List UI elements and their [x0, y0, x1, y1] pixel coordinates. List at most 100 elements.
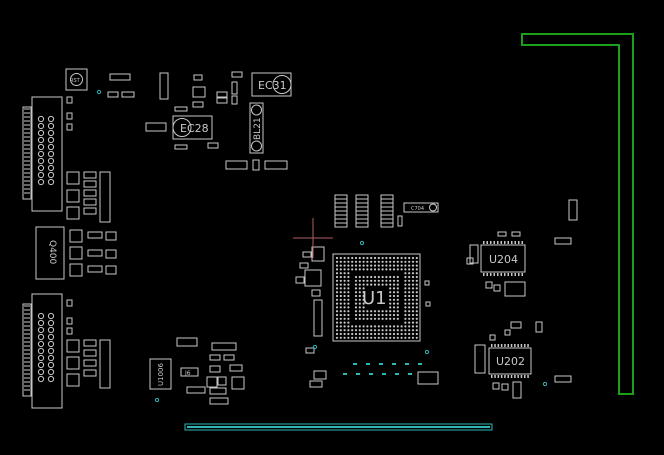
smd-part[interactable] — [105, 231, 117, 241]
connector-pin[interactable] — [37, 347, 45, 355]
smd-part[interactable] — [231, 376, 245, 390]
connector-pin[interactable] — [37, 150, 45, 158]
smd-part[interactable] — [497, 231, 507, 237]
smd-part[interactable] — [489, 334, 496, 341]
connector-pin[interactable] — [37, 171, 45, 179]
smd-part[interactable] — [107, 91, 119, 98]
smd-part[interactable] — [109, 73, 131, 81]
smd-part[interactable] — [66, 206, 80, 220]
smd-part[interactable] — [193, 74, 203, 81]
smd-part[interactable] — [295, 276, 305, 284]
smd-part[interactable] — [510, 321, 522, 329]
smd-part[interactable] — [209, 365, 221, 373]
smd-part[interactable] — [209, 354, 221, 361]
connector-pin[interactable] — [47, 354, 55, 362]
u202-chip[interactable]: U202 — [488, 344, 532, 378]
smd-part[interactable] — [504, 329, 511, 336]
smd-part[interactable] — [469, 244, 479, 264]
connector-pin[interactable] — [37, 368, 45, 376]
smd-part[interactable] — [83, 180, 97, 188]
smd-part[interactable] — [105, 265, 117, 275]
smd-part[interactable] — [83, 171, 97, 179]
connector-pin[interactable] — [47, 368, 55, 376]
smd-part[interactable] — [493, 284, 501, 292]
smd-part[interactable] — [66, 356, 80, 370]
connector-pin[interactable] — [47, 150, 55, 158]
smd-part[interactable] — [99, 339, 111, 389]
smd-part[interactable] — [216, 97, 228, 104]
smd-part[interactable] — [231, 81, 238, 95]
smd-part[interactable] — [511, 231, 521, 237]
smd-part[interactable] — [568, 199, 578, 221]
smd-part[interactable] — [216, 91, 228, 98]
smd-part[interactable] — [311, 246, 325, 262]
connector-pin[interactable] — [37, 136, 45, 144]
smd-part[interactable] — [304, 269, 322, 287]
smd-part[interactable] — [186, 386, 206, 394]
connector-pin[interactable] — [47, 333, 55, 341]
smd-part[interactable] — [231, 71, 243, 78]
smd-part[interactable] — [223, 354, 235, 361]
connector-pin[interactable] — [37, 178, 45, 186]
connector-pin[interactable] — [37, 164, 45, 172]
smd-part[interactable] — [83, 369, 97, 377]
smd-part[interactable] — [174, 144, 188, 150]
connector-pin[interactable] — [47, 171, 55, 179]
smd-part[interactable] — [192, 86, 206, 98]
smd-part[interactable] — [252, 159, 260, 171]
connector-pin[interactable] — [37, 354, 45, 362]
smd-part[interactable] — [209, 387, 227, 395]
smd-part[interactable] — [69, 263, 83, 277]
smd-part[interactable] — [66, 327, 73, 335]
smd-part[interactable] — [87, 265, 103, 273]
smd-part[interactable] — [512, 381, 522, 399]
left-connector-top[interactable] — [22, 96, 63, 212]
smd-part[interactable] — [69, 246, 83, 260]
connector-pin[interactable] — [47, 157, 55, 165]
connector-pin[interactable] — [47, 122, 55, 130]
smd-part[interactable] — [66, 373, 80, 387]
ec28-capacitor[interactable]: EC28 — [172, 115, 213, 140]
smd-part[interactable] — [309, 380, 323, 388]
smd-part[interactable] — [159, 72, 169, 100]
connector-pin[interactable] — [37, 157, 45, 165]
smd-part[interactable] — [83, 359, 97, 367]
connector-pin[interactable] — [47, 164, 55, 172]
smd-part[interactable] — [313, 299, 323, 337]
smd-part[interactable] — [87, 249, 103, 257]
connector-pin[interactable] — [37, 143, 45, 151]
smd-part[interactable] — [83, 349, 97, 357]
smd-part[interactable] — [535, 321, 543, 333]
smd-part[interactable] — [66, 189, 80, 203]
smd-part[interactable] — [397, 215, 403, 227]
smd-part[interactable] — [87, 231, 103, 239]
connector-pin[interactable] — [37, 319, 45, 327]
u1-bga-chip[interactable]: U1 — [332, 253, 421, 342]
smd-part[interactable] — [174, 106, 188, 112]
connector-pin[interactable] — [37, 122, 45, 130]
smd-part[interactable] — [83, 189, 97, 197]
connector-pin[interactable] — [37, 340, 45, 348]
connector-pin[interactable] — [37, 326, 45, 334]
connector-pin[interactable] — [37, 115, 45, 123]
smd-part[interactable] — [302, 251, 312, 258]
smd-part[interactable] — [217, 376, 227, 386]
edge-connector-bottom[interactable] — [184, 423, 493, 431]
u1006-chip[interactable]: U1006 — [149, 358, 172, 390]
smd-part[interactable] — [554, 375, 572, 383]
reset-switch[interactable]: RST — [65, 68, 88, 91]
j6-jumper[interactable]: J6 — [180, 367, 199, 377]
smd-part[interactable] — [485, 281, 493, 289]
connector-pin[interactable] — [37, 129, 45, 137]
smd-part[interactable] — [66, 317, 73, 325]
smd-part[interactable] — [66, 171, 80, 185]
connector-pin[interactable] — [47, 361, 55, 369]
smd-part[interactable] — [66, 96, 73, 104]
smd-part[interactable] — [474, 344, 486, 374]
smd-part[interactable] — [504, 281, 526, 297]
smd-part[interactable] — [231, 95, 238, 105]
u204-chip[interactable]: U204 — [480, 241, 526, 276]
smd-part[interactable] — [192, 101, 204, 108]
ec31-capacitor[interactable]: EC31 — [251, 72, 292, 97]
connector-pin[interactable] — [47, 136, 55, 144]
